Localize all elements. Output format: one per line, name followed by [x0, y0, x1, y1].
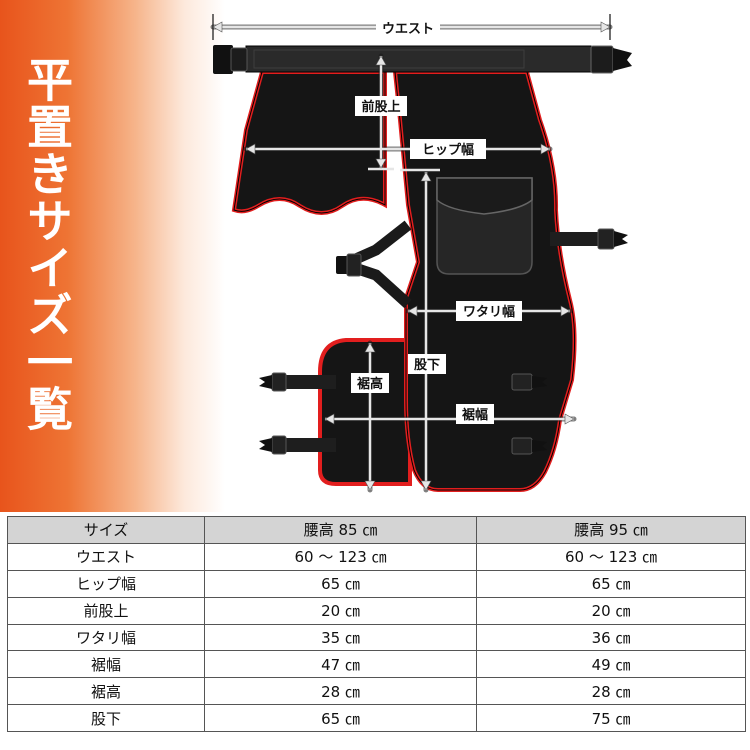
right-strap: [550, 228, 628, 250]
table-cell: 60 〜 123 ㎝: [476, 542, 746, 571]
table-cell: 20 ㎝: [476, 596, 746, 625]
hem-width-label: 裾幅: [462, 407, 488, 423]
table-row: ワタリ幅 35 ㎝ 36 ㎝: [7, 623, 746, 652]
main-panel: [392, 70, 577, 492]
table-row: ウエスト 60 〜 123 ㎝ 60 〜 123 ㎝: [7, 542, 746, 571]
row-label: 前股上: [7, 596, 205, 625]
row-label: 股下: [7, 704, 205, 733]
table-cell: 20 ㎝: [204, 596, 477, 625]
leg-strap-lower: [259, 435, 547, 455]
leg-strap-upper: [259, 372, 547, 392]
table-cell: 47 ㎝: [204, 650, 477, 679]
row-label: ウエスト: [7, 542, 205, 571]
column-header: 腰高 95 ㎝: [476, 516, 746, 544]
thigh-width-label: ワタリ幅: [463, 304, 515, 320]
inseam-label: 股下: [414, 358, 440, 373]
table-header-row: サイズ 腰高 85 ㎝ 腰高 95 ㎝: [7, 516, 746, 544]
table-cell: 28 ㎝: [476, 677, 746, 706]
table-row: 裾高 28 ㎝ 28 ㎝: [7, 677, 746, 706]
table-cell: 65 ㎝: [476, 569, 746, 598]
pocket-flap: [436, 177, 533, 215]
table-cell: 28 ㎝: [204, 677, 477, 706]
side-banner: 平置きサイズ一覧: [0, 0, 225, 512]
table-cell: 65 ㎝: [204, 704, 477, 733]
table-cell: 49 ㎝: [476, 650, 746, 679]
table-cell: 35 ㎝: [204, 623, 477, 652]
column-header: 腰高 85 ㎝: [204, 516, 477, 544]
row-label: ワタリ幅: [7, 623, 205, 652]
waist-label: ウエスト: [382, 22, 434, 37]
apron-diagram: ウエスト 前股上 ヒップ幅 ワタリ幅 股下 裾高 裾幅: [210, 14, 632, 493]
hip-width-label: ヒップ幅: [422, 142, 474, 158]
table-cell: 65 ㎝: [204, 569, 477, 598]
banner-title: 平置きサイズ一覧: [20, 56, 74, 432]
right-buckle-icon: [590, 45, 632, 74]
front-rise-label: 前股上: [361, 99, 400, 115]
row-label: ヒップ幅: [7, 569, 205, 598]
table-row: 前股上 20 ㎝ 20 ㎝: [7, 596, 746, 625]
row-label: 裾高: [7, 677, 205, 706]
table-row: 裾幅 47 ㎝ 49 ㎝: [7, 650, 746, 679]
hem-panel: [318, 338, 412, 486]
table-cell: 36 ㎝: [476, 623, 746, 652]
table-row: 股下 65 ㎝ 75 ㎝: [7, 704, 746, 733]
table-cell: 60 〜 123 ㎝: [204, 542, 477, 571]
table-cell: 75 ㎝: [476, 704, 746, 733]
row-label: 裾幅: [7, 650, 205, 679]
hem-height-label: 裾高: [357, 376, 383, 392]
table-row: ヒップ幅 65 ㎝ 65 ㎝: [7, 569, 746, 598]
size-table: サイズ 腰高 85 ㎝ 腰高 95 ㎝ ウエスト 60 〜 123 ㎝ 60 〜…: [7, 516, 746, 733]
left-buckle-icon: [213, 45, 248, 74]
column-header: サイズ: [7, 516, 205, 544]
side-buckle-icon: [336, 253, 362, 277]
